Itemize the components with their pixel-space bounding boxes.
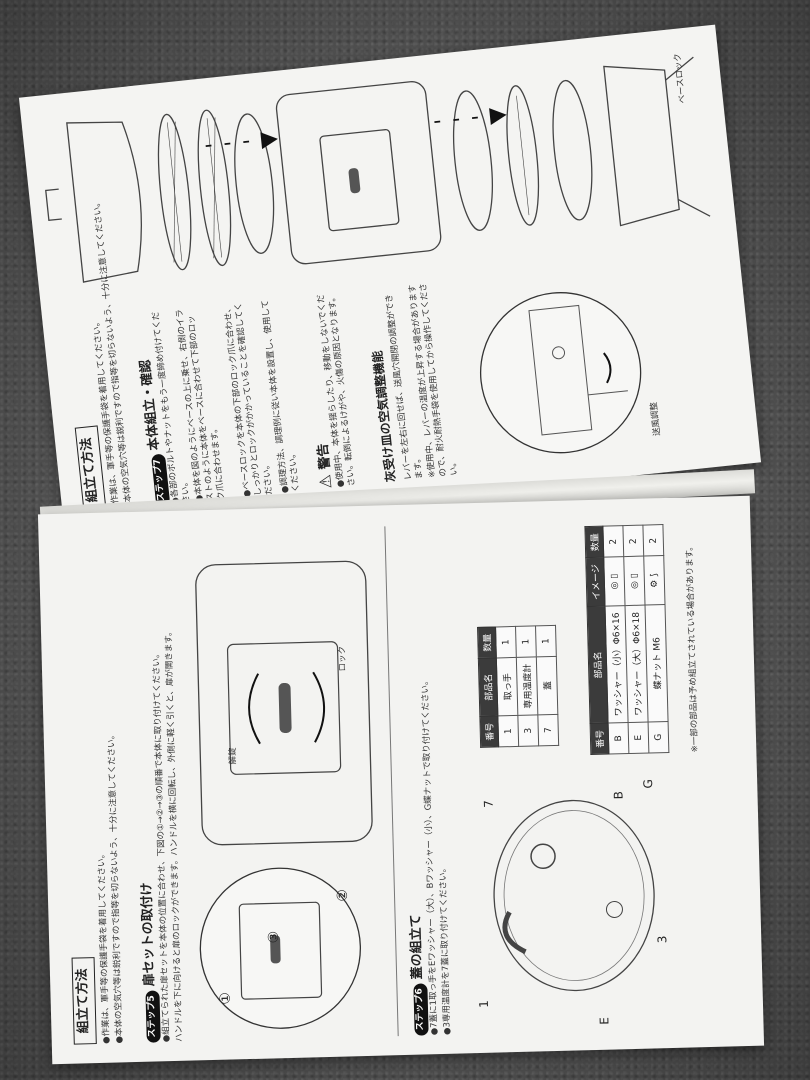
cell: 3: [517, 714, 539, 747]
callout-2: ②: [334, 888, 352, 902]
exploded-assembly-illustration: [45, 56, 711, 283]
lid-assembly-drawing: [493, 799, 655, 992]
callout-e: E: [597, 1016, 612, 1025]
parts-footnote: ※一部の部品は予め組立てされている場合があります。: [684, 542, 701, 753]
parts-table-hardware: 番号 部品名 イメージ 数量 B ワッシャー（小）Φ6×16 ◎ ▯ 2 E ワ…: [584, 524, 670, 756]
door-detail-circle: [199, 867, 362, 1029]
cell: 2: [602, 525, 624, 558]
col-image: イメージ: [585, 557, 606, 607]
grate-2-drawing: [197, 109, 232, 267]
grate-1-drawing: [157, 113, 192, 271]
cell: 2: [642, 524, 664, 557]
cell: B: [608, 722, 629, 755]
callout-7: 7: [481, 799, 496, 808]
step5-badge: ステップ5: [145, 990, 161, 1043]
callout-1: 1: [476, 1000, 491, 1009]
cell: G: [648, 721, 669, 754]
page-content-rotated: 組立て方法 ●作業は、軍手等の保護手袋を着用してください。 ●本体の空気穴等は鋭…: [24, 30, 755, 530]
cell: 1: [515, 625, 537, 658]
warning-triangle-icon: ⚠: [315, 473, 336, 490]
section-divider: [384, 526, 399, 1037]
cell: 1: [495, 626, 517, 658]
col-quantity: 数量: [477, 626, 497, 659]
step6-badge: ステップ6: [413, 983, 429, 1036]
body-drawing: [275, 81, 442, 265]
step6-heading: ステップ6 蓋の組立て: [405, 914, 429, 1036]
door-handle-drawing: [348, 168, 361, 194]
cell: 7: [537, 714, 559, 746]
water-pan-drawing: [234, 113, 275, 254]
section-header: 組立て方法: [74, 425, 107, 515]
table-row: 7 蓋 1: [535, 625, 559, 746]
callout-b: B: [611, 790, 626, 800]
cell: 2: [622, 525, 644, 557]
cell: 取っ手: [496, 657, 518, 716]
base-drawing: [603, 65, 680, 227]
col-quantity: 数量: [584, 526, 604, 558]
lock-label: ロック: [337, 645, 349, 672]
callout-g: G: [641, 779, 656, 789]
grate-3-drawing: [506, 85, 540, 226]
unlock-label-top: 解錠: [228, 747, 239, 765]
step6-title: 蓋の組立て: [408, 914, 426, 980]
section-header: 組立て方法: [71, 957, 97, 1045]
warning-title: 警告: [315, 442, 334, 471]
cell: 蝶ナット M6: [645, 604, 669, 722]
ash-bowl-drawing: [552, 79, 593, 221]
lid-handle-drawing: [45, 188, 62, 222]
wing-nut-icon: ⚙ ⟆: [643, 555, 666, 606]
col-number: 番号: [590, 723, 609, 755]
lid-drawing: [66, 121, 143, 283]
step5-heading: ステップ5 扉セットの取付け: [136, 882, 161, 1043]
door-drawing: [319, 128, 400, 232]
col-number: 番号: [479, 715, 499, 748]
cell: 蓋: [536, 656, 558, 715]
base-lock-detail-circle: [479, 292, 642, 454]
charcoal-basket-drawing: [452, 90, 493, 231]
callout-3: 3: [655, 935, 670, 944]
smoker-body-drawing: [195, 560, 373, 846]
step5-title: 扉セットの取付け: [139, 882, 158, 987]
page-content-rotated: 組立て方法 ●作業は、軍手等の保護手袋を着用してください。 ●本体の空気穴等は鋭…: [44, 501, 758, 1059]
washer-small-icon: ◎ ▯: [603, 556, 626, 607]
cell: 1: [497, 715, 519, 747]
parts-table-main: 番号 部品名 数量 1 取っ手 1 3 専用温度計 1 7 蓋 1: [477, 624, 560, 748]
washer-large-icon: ◎ ▯: [623, 556, 646, 606]
cell: 1: [535, 625, 557, 657]
callout-1: ①: [217, 991, 234, 1005]
cell: E: [628, 721, 649, 754]
manual-page-step7: 組立て方法 ●作業は、軍手等の保護手袋を着用してください。 ●本体の空気穴等は鋭…: [18, 24, 762, 536]
col-part-name: 部品名: [478, 657, 498, 717]
manual-page-step5-6: 組立て方法 ●作業は、軍手等の保護手袋を着用してください。 ●本体の空気穴等は鋭…: [37, 495, 765, 1065]
airflow-label: 送風調整: [649, 401, 663, 437]
cell: 専用温度計: [516, 656, 538, 716]
callout-3: ③: [265, 930, 283, 944]
